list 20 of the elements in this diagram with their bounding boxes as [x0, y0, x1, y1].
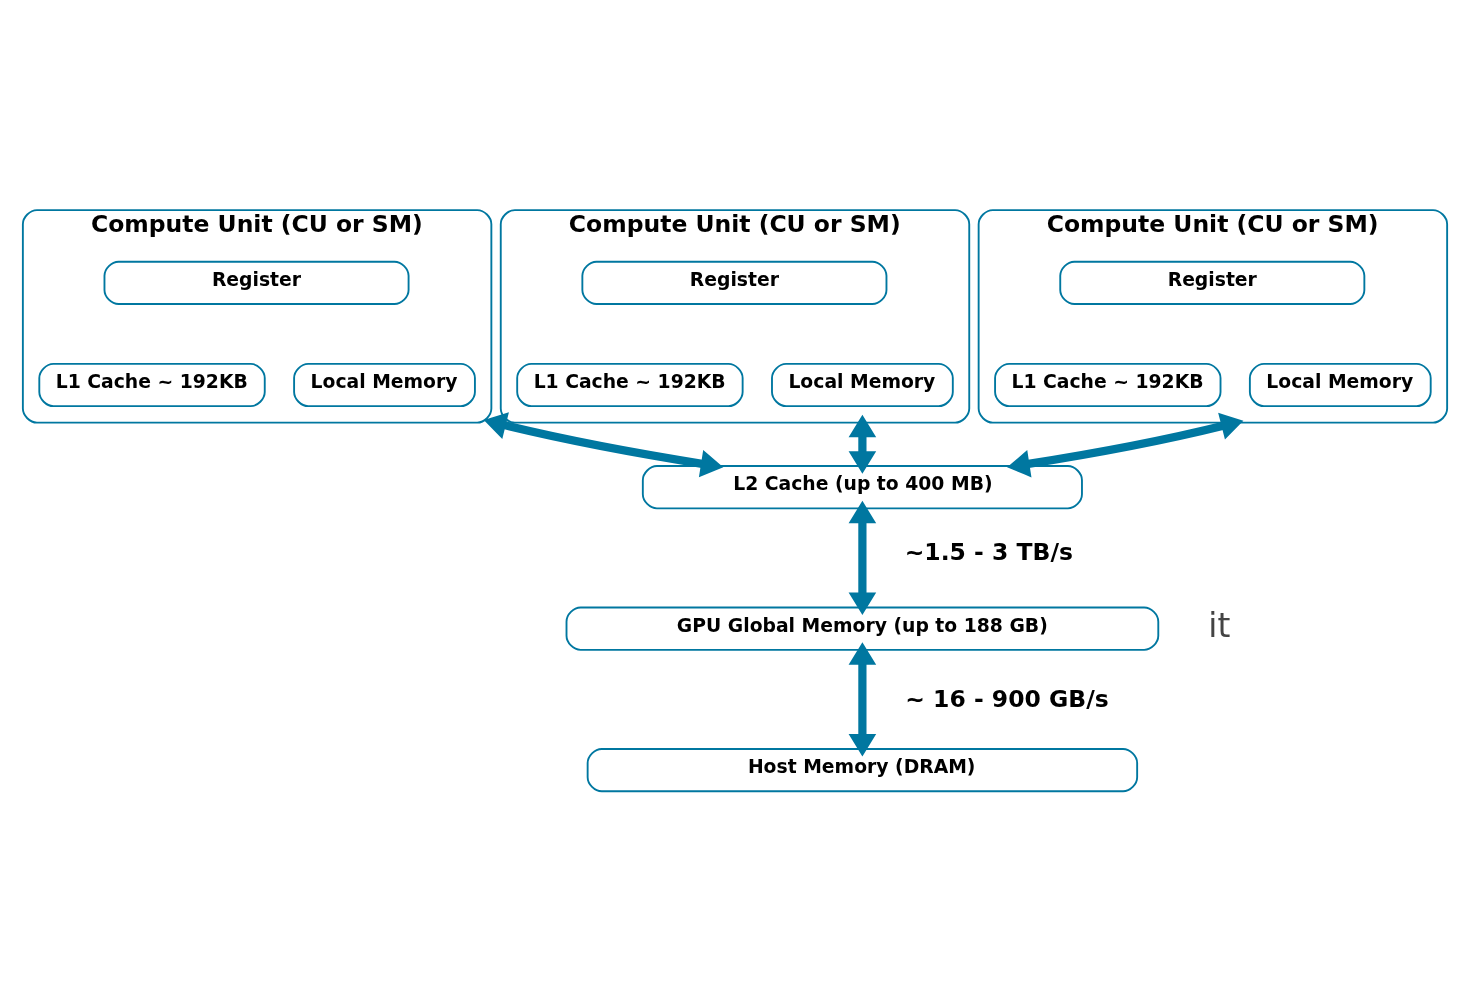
arrow: [848, 500, 877, 615]
edge-label: ~1.5 - 3 TB/s: [904, 537, 1073, 566]
node-box: Local Memory: [1248, 362, 1432, 407]
node-box: L2 Cache (up to 400 MB): [641, 464, 1083, 509]
node-box: Local Memory: [293, 362, 476, 407]
node-box: Register: [103, 260, 410, 305]
node-box: Local Memory: [771, 362, 954, 407]
edge-label: ~ 16 - 900 GB/s: [905, 684, 1109, 713]
label: it: [1208, 605, 1231, 645]
arrow: [848, 641, 877, 757]
node-box: GPU Global Memory (up to 188 GB): [565, 606, 1160, 651]
node-box: L1 Cache ~ 192KB: [994, 362, 1222, 407]
arrow: [848, 414, 877, 474]
node-box: L1 Cache ~ 192KB: [38, 362, 266, 407]
node-box: Register: [581, 260, 888, 305]
node-box: L1 Cache ~ 192KB: [516, 362, 744, 407]
arrow: [1007, 412, 1244, 477]
node-box: Register: [1059, 260, 1366, 305]
node-box: Host Memory (DRAM): [586, 747, 1139, 792]
arrow: [483, 411, 724, 477]
